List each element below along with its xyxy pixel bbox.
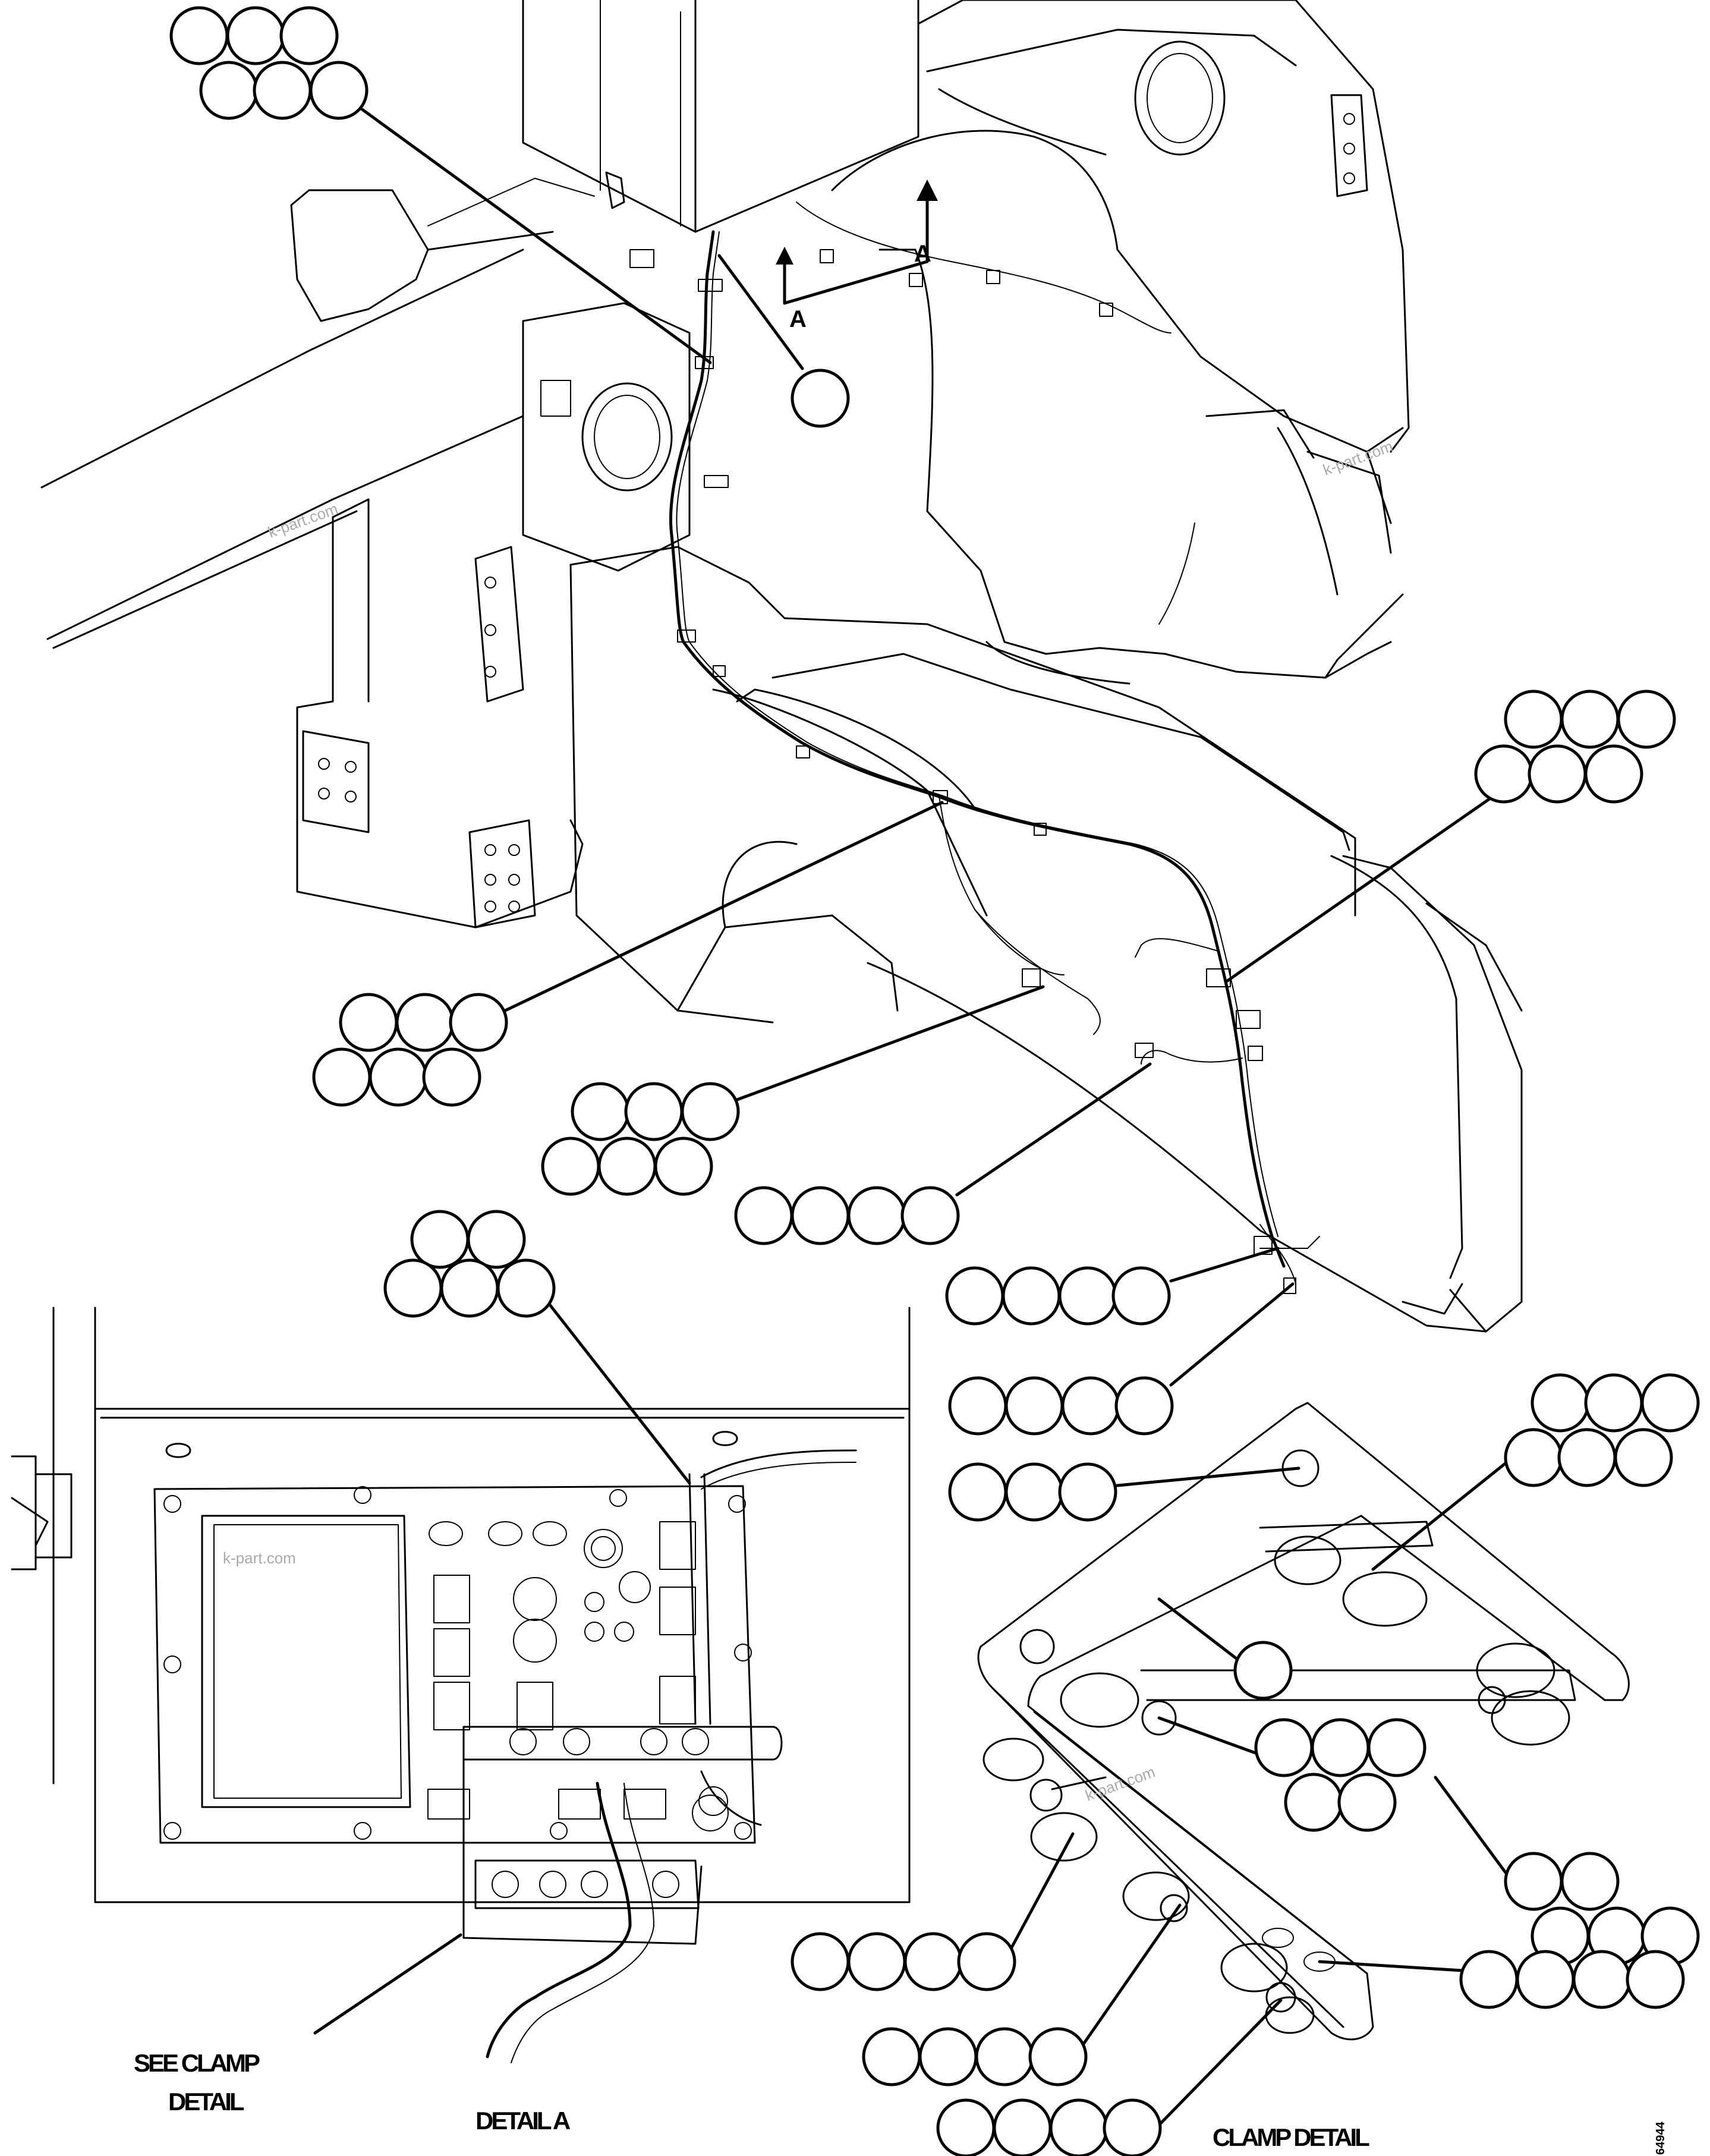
see-clamp-detail-label: DETAIL <box>168 2088 244 2116</box>
callout-group-17 <box>936 2098 1162 2156</box>
watermark: k-part.com <box>1321 437 1396 479</box>
callout-group-13 <box>1504 1852 1700 1966</box>
upper-frame <box>831 0 1410 685</box>
callout-group-8 <box>948 1376 1174 1436</box>
callout-bubbles <box>169 6 1700 2156</box>
fender <box>867 855 1523 1333</box>
section-a-right-label: A <box>914 241 931 267</box>
callout-group-7 <box>945 1266 1171 1326</box>
left-tower <box>296 302 691 929</box>
clamp-detail <box>977 1402 1630 2041</box>
watermark: k-part.com <box>223 1549 296 1567</box>
callout-group-1 <box>169 6 369 120</box>
section-a-left-label: A <box>789 306 807 332</box>
callout-group-12 <box>1254 1718 1426 1832</box>
callout-group-15 <box>1459 1950 1685 2009</box>
figure-number: 64944 <box>1654 2122 1667 2155</box>
frame-assembly: A A <box>40 0 1523 1333</box>
clamp-bar <box>462 1726 783 1945</box>
callout-group-9 <box>948 1462 1117 1522</box>
callout-group-10 <box>1504 1373 1700 1487</box>
callout-group-2 <box>791 369 850 428</box>
callout-group-3 <box>1474 690 1676 804</box>
leader-lines <box>313 99 1520 2130</box>
center-body <box>569 546 1356 1024</box>
connector-block <box>427 1521 696 1820</box>
electrical-box <box>522 0 919 233</box>
callout-group-6 <box>734 1186 960 1245</box>
callout-group-14 <box>791 1932 1016 1991</box>
callout-group-18 <box>383 1210 556 1318</box>
detail-a <box>11 1307 911 2063</box>
callout-group-5 <box>541 1082 740 1196</box>
section-a-marker <box>776 180 938 305</box>
callout-group-4 <box>312 993 508 1107</box>
wiring-harness <box>669 202 1320 1285</box>
see-clamp-label: SEE CLAMP <box>134 2049 260 2077</box>
detail-a-caption: DETAIL A <box>475 2107 571 2135</box>
callout-group-11 <box>1233 1641 1293 1700</box>
callout-group-16 <box>862 2027 1088 2086</box>
clamp-detail-caption: CLAMP DETAIL <box>1213 2123 1369 2151</box>
left-beam <box>40 178 595 649</box>
